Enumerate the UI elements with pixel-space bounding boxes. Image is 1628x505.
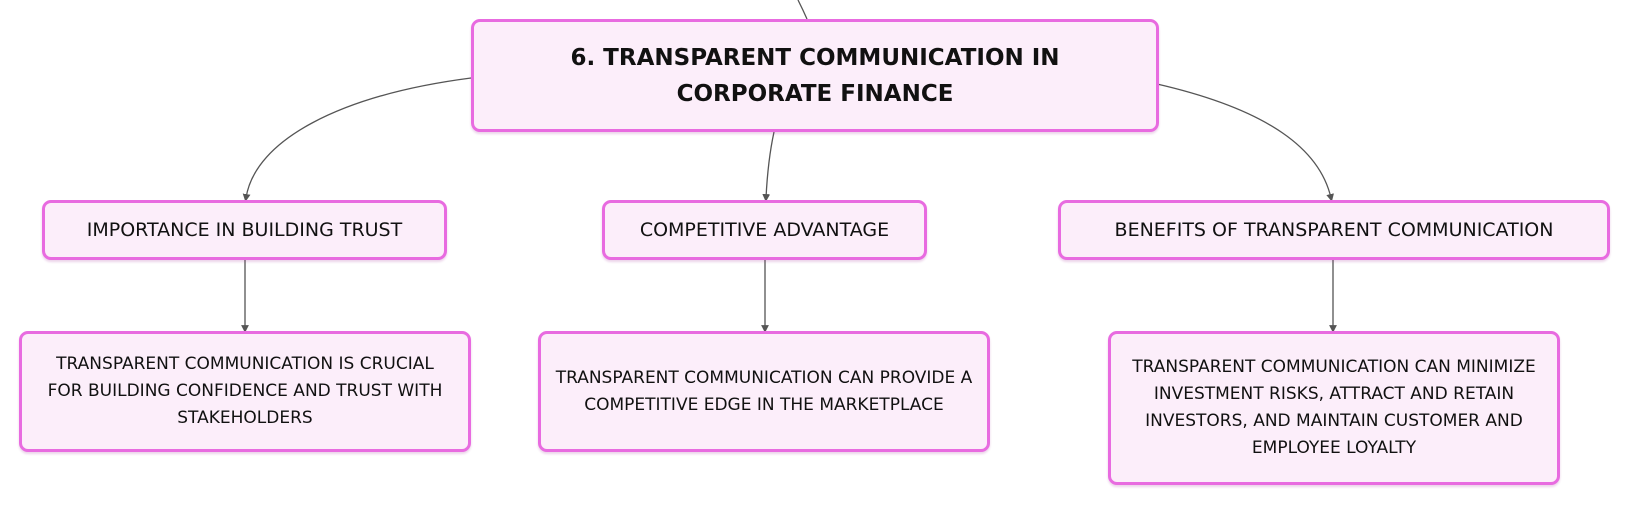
detail-node-text: TRANSPARENT COMMUNICATION CAN MINIMIZE I… bbox=[1132, 357, 1536, 458]
root-node[interactable]: 6. TRANSPARENT COMMUNICATION IN CORPORAT… bbox=[471, 19, 1159, 132]
branch-node-importance-in-building-trust[interactable]: IMPORTANCE IN BUILDING TRUST bbox=[42, 200, 447, 260]
connector-root-to-importance-in-building-trust bbox=[242, 77, 472, 202]
branch-node-label: BENEFITS OF TRANSPARENT COMMUNICATION bbox=[1114, 219, 1554, 241]
branch-node-competitive-advantage[interactable]: COMPETITIVE ADVANTAGE bbox=[602, 200, 927, 260]
branch-node-label: COMPETITIVE ADVANTAGE bbox=[639, 219, 890, 241]
detail-node-importance-in-building-trust[interactable]: TRANSPARENT COMMUNICATION IS CRUCIAL FOR… bbox=[19, 331, 471, 452]
branch-node-benefits-of-transparent-communication[interactable]: BENEFITS OF TRANSPARENT COMMUNICATION bbox=[1058, 200, 1610, 260]
branch-node-label: IMPORTANCE IN BUILDING TRUST bbox=[86, 219, 403, 241]
connector-root-to-competitive-advantage bbox=[762, 131, 775, 202]
detail-node-competitive-advantage[interactable]: TRANSPARENT COMMUNICATION CAN PROVIDE A … bbox=[538, 331, 990, 452]
root-node-label: 6. TRANSPARENT COMMUNICATION IN CORPORAT… bbox=[570, 44, 1060, 107]
connector-incoming-root bbox=[797, 0, 808, 20]
detail-node-benefits-of-transparent-communication[interactable]: TRANSPARENT COMMUNICATION CAN MINIMIZE I… bbox=[1108, 331, 1560, 485]
detail-node-text: TRANSPARENT COMMUNICATION CAN PROVIDE A … bbox=[555, 367, 973, 415]
detail-node-text: TRANSPARENT COMMUNICATION IS CRUCIAL FOR… bbox=[47, 354, 443, 428]
connector-root-to-benefits-of-transparent-communication bbox=[1156, 83, 1334, 202]
